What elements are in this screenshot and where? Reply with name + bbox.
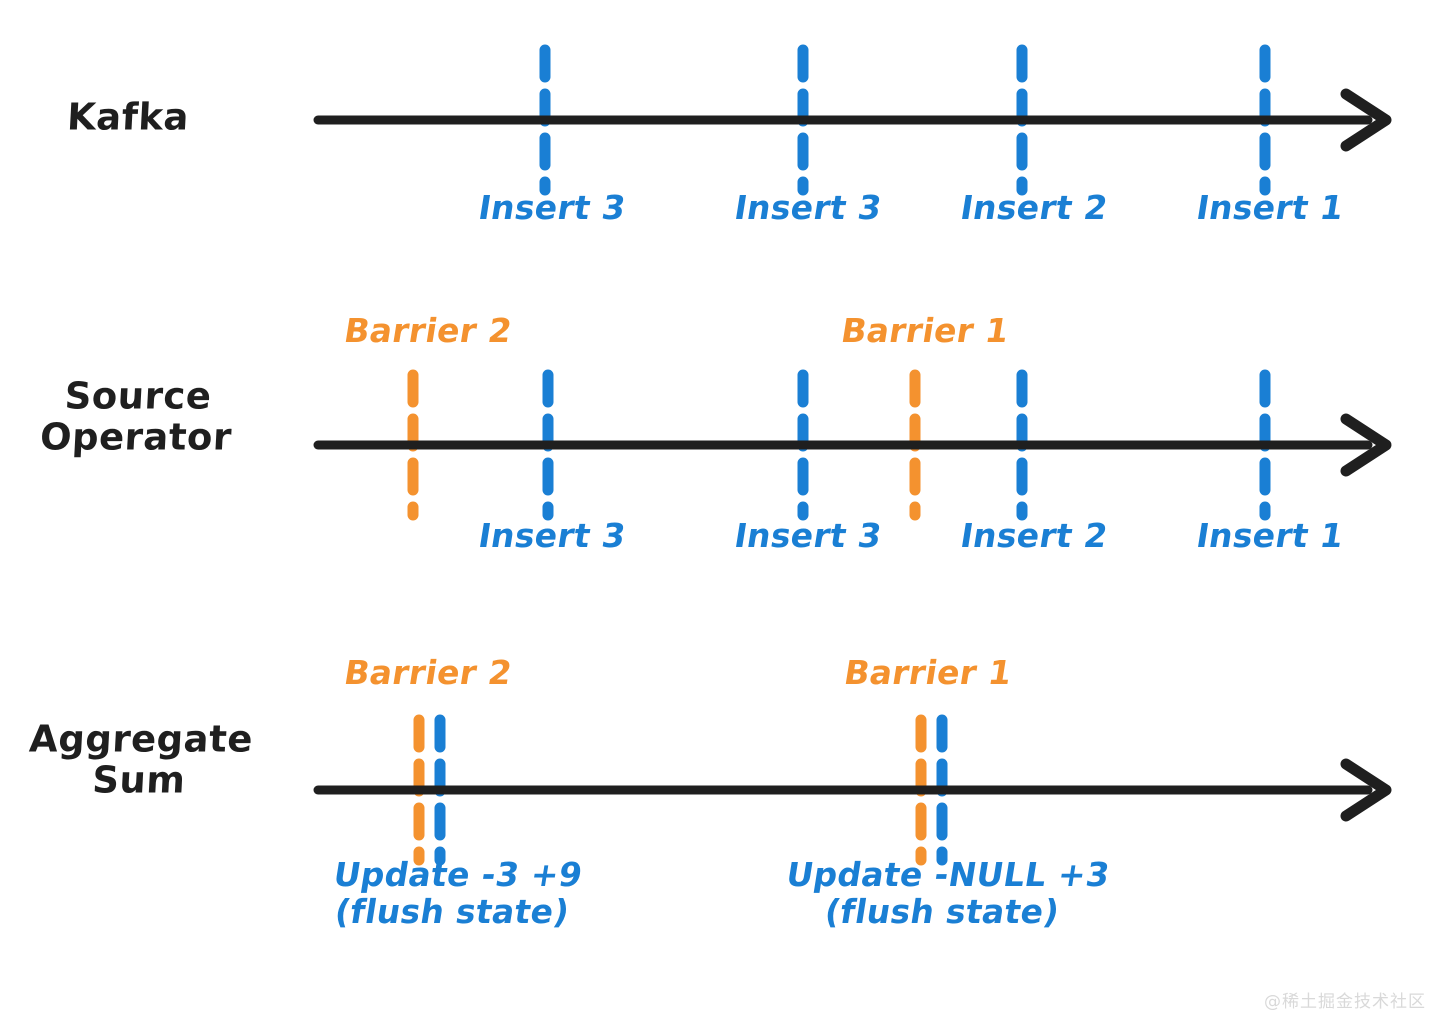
event-label-source-label-barrier-2: Barrier 2 bbox=[341, 311, 515, 350]
event-label-source-label-insert-3-a: Insert 3 bbox=[475, 516, 629, 555]
timeline-source-operator bbox=[313, 369, 1392, 521]
event-label-kafka-label-insert-2: Insert 2 bbox=[957, 188, 1111, 227]
arrowhead-aggregate-sum bbox=[1340, 758, 1392, 822]
arrowhead-kafka bbox=[1340, 88, 1392, 152]
event-label-kafka-label-insert-1: Insert 1 bbox=[1193, 188, 1347, 227]
event-label-agg-label-update-1: Update -NULL +3 (flush state) bbox=[783, 855, 1113, 931]
row-label-kafka: Kafka bbox=[66, 95, 191, 139]
event-label-source-label-insert-1: Insert 1 bbox=[1193, 516, 1347, 555]
row-label-aggregate-sum: Aggregate Sum bbox=[28, 717, 255, 801]
event-label-source-label-insert-3-b: Insert 3 bbox=[731, 516, 885, 555]
event-label-agg-label-barrier-2: Barrier 2 bbox=[341, 653, 515, 692]
timeline-kafka bbox=[313, 44, 1392, 196]
watermark: @稀土掘金技术社区 bbox=[1264, 992, 1426, 1012]
event-label-agg-label-update-2: Update -3 +9 (flush state) bbox=[330, 855, 586, 931]
event-label-kafka-label-insert-3-a: Insert 3 bbox=[475, 188, 629, 227]
event-label-kafka-label-insert-3-b: Insert 3 bbox=[731, 188, 885, 227]
event-label-source-label-barrier-1: Barrier 1 bbox=[838, 311, 1012, 350]
arrowhead-source-operator bbox=[1340, 413, 1392, 477]
event-label-source-label-insert-2: Insert 2 bbox=[957, 516, 1111, 555]
event-label-agg-label-barrier-1: Barrier 1 bbox=[841, 653, 1015, 692]
timeline-aggregate-sum bbox=[313, 714, 1392, 866]
row-label-source-operator: Source Operator bbox=[39, 374, 233, 458]
